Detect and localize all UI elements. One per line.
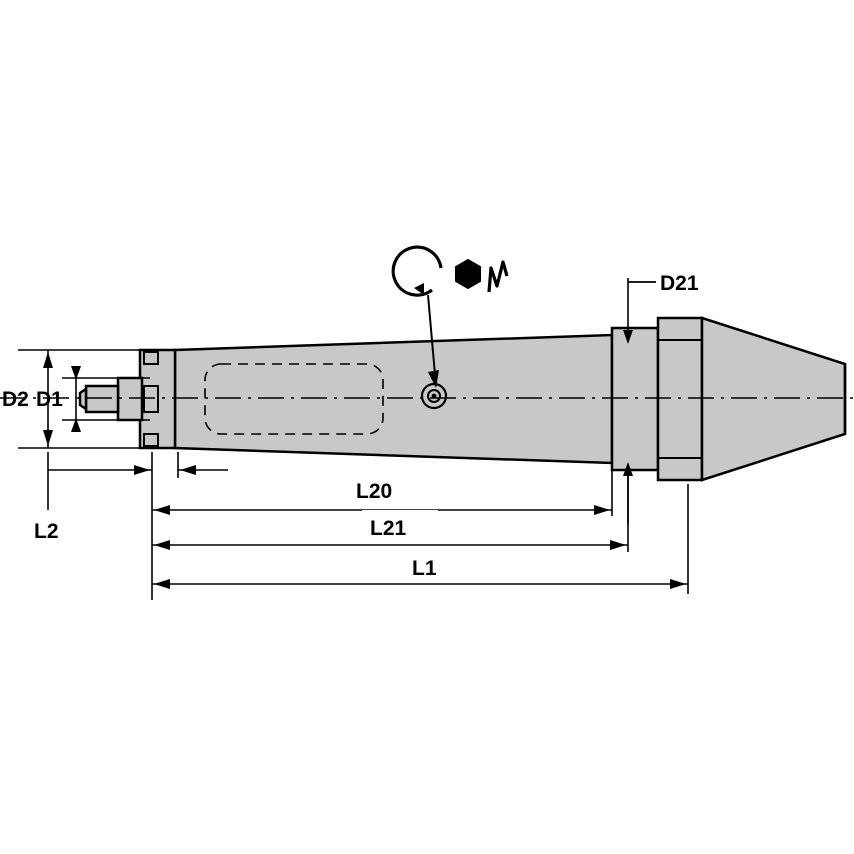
l20-arrow-right: [594, 505, 610, 515]
flange-notch-top: [143, 351, 159, 365]
l20-arrow-left: [154, 505, 170, 515]
l20-label-backdrop: [348, 472, 422, 504]
d2-arrow-bottom: [43, 430, 53, 446]
dimension-l2-inner-tick: [177, 452, 228, 478]
l1-arrow-left: [154, 579, 170, 589]
l21-label-backdrop: [362, 510, 438, 542]
hex-key-rotation-symbol: [391, 245, 509, 388]
d1-arrow-bottom: [71, 418, 81, 432]
pilot-stud-tip: [78, 386, 88, 412]
d1-arrow-top: [71, 366, 81, 380]
dimension-d1: D1: [36, 366, 150, 432]
dimension-label-d2: D2: [2, 388, 29, 411]
taper-shank: [700, 316, 847, 482]
l1-label-backdrop: [404, 550, 460, 582]
d2-arrow-top: [43, 352, 53, 368]
v-flange: [656, 316, 704, 482]
dimension-label-d1: D1: [36, 388, 63, 411]
dimension-d2: D2: [2, 349, 150, 449]
torque-squiggle-icon: [487, 260, 509, 293]
dimension-label-d21: D21: [660, 272, 699, 295]
flange-notch-bottom: [143, 433, 159, 447]
pilot-boss: [116, 376, 144, 422]
collar-groove: [610, 326, 660, 472]
dimension-label-l2: L2: [34, 520, 59, 543]
pilot-stud: [84, 384, 120, 414]
flange-notch-middle: [143, 385, 159, 413]
clamping-screw-center: [431, 393, 437, 399]
dimension-l21: L21: [152, 466, 629, 552]
l21-arrow-left: [154, 540, 170, 550]
l2-arrow-right: [134, 465, 150, 475]
dimension-l2: L2: [34, 452, 153, 600]
dimension-label-l21: L21: [370, 517, 407, 540]
rotation-arrow-head: [414, 283, 424, 295]
l2-inner-arrow: [180, 465, 196, 475]
l1-arrow-right: [670, 579, 686, 589]
hex-icon: [455, 258, 481, 290]
d21-arrow-head: [623, 330, 633, 344]
dimension-l20: L20: [152, 466, 613, 516]
l21-arrow-right: [610, 540, 626, 550]
dimension-label-l20: L20: [356, 480, 392, 503]
leader-arrow-head: [428, 370, 439, 388]
dimension-label-l1: L1: [412, 557, 437, 580]
hidden-pocket-outline: [204, 363, 384, 435]
tool-body-group: [0, 316, 854, 482]
dimension-d21: D21: [623, 272, 699, 344]
dimension-l1: L1: [152, 484, 689, 594]
tool-main-body: [173, 333, 614, 465]
rotation-arrow-icon: [391, 245, 443, 297]
